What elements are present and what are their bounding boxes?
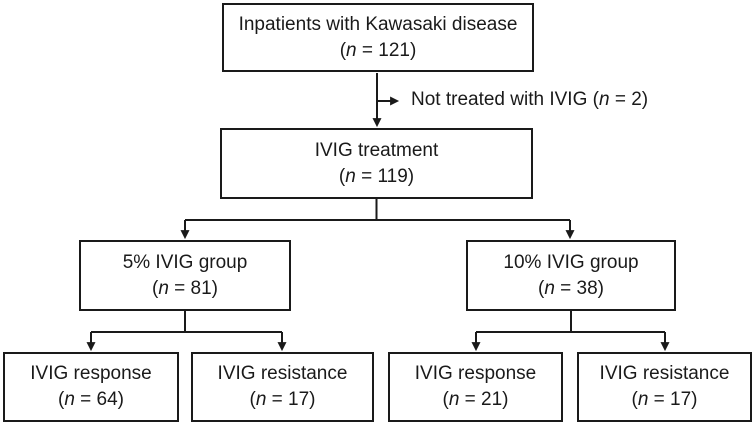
count-open: ( [57,389,65,410]
connector-10pct-split [476,311,665,333]
box-title: 5% IVIG group [122,251,248,273]
count-rest: = 17) [648,389,698,410]
count-open: ( [151,277,159,299]
connector-treatment-split [185,199,570,221]
box-count: (n = 17) [249,387,315,413]
box-title: IVIG resistance [217,363,348,384]
count-var: n [64,389,75,410]
box-5pct-ivig-group: 5% IVIG group (n = 81) [79,240,291,311]
count-open: ( [338,165,346,187]
count-rest: = 21) [459,389,509,410]
box-count: (n = 119) [339,164,414,190]
count-rest: = 121) [356,39,417,61]
count-var: n [158,277,169,299]
box-count: (n = 17) [631,387,697,413]
count-open: ( [442,389,449,410]
count-rest: = 38) [554,277,605,299]
count-open: ( [631,389,638,410]
box-count: (n = 21) [442,387,508,413]
count-var: n [255,389,267,410]
count-rest: = 81) [168,277,219,299]
count-var: n [346,39,357,61]
box-title: IVIG response [414,363,537,384]
box-title: IVIG response [30,363,152,384]
count-var: n [544,277,555,299]
box-count: (n = 121) [340,38,417,64]
box-5pct-ivig-resistance: IVIG resistance (n = 17) [191,352,374,422]
box-ivig-treatment: IVIG treatment (n = 119) [220,128,533,199]
box-10pct-ivig-group: 10% IVIG group (n = 38) [466,240,676,311]
note-rest: = 2) [609,89,649,110]
note-var: n [598,89,610,110]
box-title: IVIG resistance [599,363,730,384]
count-var: n [637,389,649,410]
box-5pct-ivig-response: IVIG response (n = 64) [3,352,179,422]
count-rest: = 64) [74,389,125,410]
count-open: ( [249,389,256,410]
count-open: ( [537,277,545,299]
box-inpatients: Inpatients with Kawasaki disease (n = 12… [222,3,534,72]
count-rest: = 119) [355,165,415,187]
count-open: ( [339,39,347,61]
box-title: 10% IVIG group [503,251,639,273]
box-10pct-ivig-resistance: IVIG resistance (n = 17) [577,352,752,422]
note-pre: Not treated with IVIG ( [411,89,599,110]
count-rest: = 17) [266,389,316,410]
box-title: IVIG treatment [314,139,439,161]
box-10pct-ivig-response: IVIG response (n = 21) [388,352,563,422]
connector-5pct-split [91,311,282,333]
box-title: Inpatients with Kawasaki disease [238,13,518,35]
count-var: n [345,165,356,187]
box-count: (n = 64) [58,387,124,413]
exclusion-note: Not treated with IVIG (n = 2) [411,89,648,111]
box-count: (n = 38) [538,276,604,302]
box-count: (n = 81) [152,276,218,302]
count-var: n [448,389,460,410]
